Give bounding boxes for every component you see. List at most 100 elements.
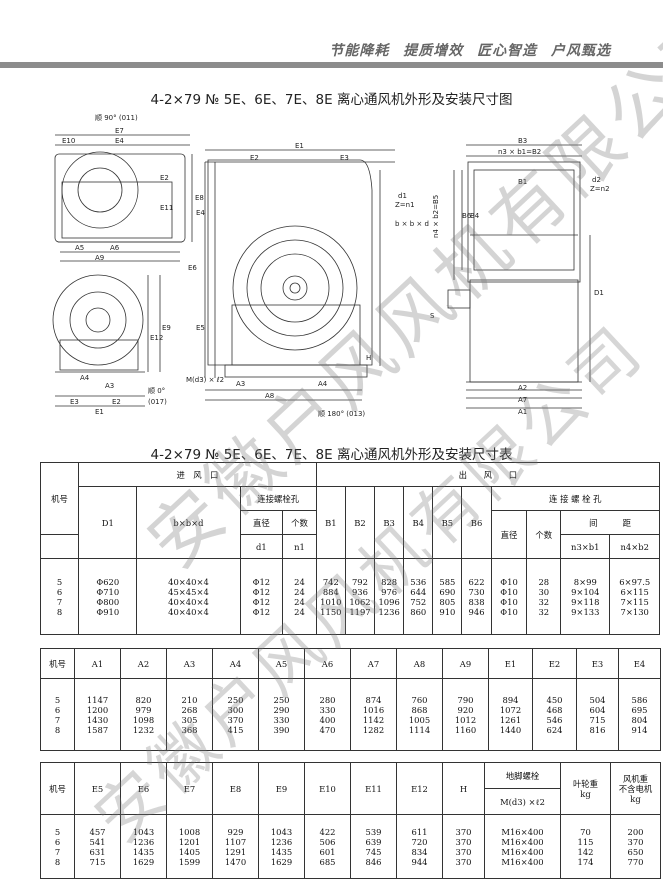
label-angle-0-code: (017): [148, 398, 167, 406]
header-inlet: 进 风 口: [78, 462, 317, 487]
label-E7: E7: [115, 127, 124, 135]
header-fan-label2: 不含电机: [618, 783, 653, 794]
label-E3-left: E3: [70, 398, 79, 406]
label-D1: D1: [594, 289, 604, 297]
slogan-row: 节能降耗 提质增效 匠心智造 户风甄选: [321, 40, 611, 60]
label-angle-0: 顺 0°: [148, 387, 165, 395]
label-M-d3: M(d3) × ℓ2: [186, 376, 224, 384]
slogan-3: 匠心智造: [477, 43, 538, 59]
header-B5: B5: [432, 486, 463, 559]
label-A9: A9: [95, 254, 104, 262]
col-E12: 611 720 834 944: [396, 814, 443, 879]
label-d1: d1: [398, 192, 407, 200]
header-count: 个数: [282, 510, 317, 535]
header-impeller-unit: kg: [580, 788, 591, 799]
col-B1: 742 884 1010 1150: [315, 558, 346, 635]
header-A8: A8: [396, 648, 443, 679]
col-E6: 1043 1236 1435 1629: [120, 814, 167, 879]
header-E11: E11: [350, 762, 397, 815]
fan-drawing: 顺 90° (011) E7 E10 E4 E2 E8 E11 A5 A6 A9…: [0, 110, 663, 428]
label-A2: A2: [518, 384, 527, 392]
label-angle-90: 顺 90° (011): [95, 114, 138, 122]
col-A3: 210 268 305 368: [166, 678, 213, 751]
col-A9: 790 920 1012 1160: [442, 678, 489, 751]
col-B6: 622 730 838 946: [461, 558, 492, 635]
header-bolt-outlet: 连 接 螺 栓 孔: [490, 486, 661, 511]
col-A4: 250 300 370 415: [212, 678, 259, 751]
col-E9: 1043 1236 1435 1629: [258, 814, 305, 879]
header-n4b2: n4×b2: [609, 534, 660, 559]
label-A3-left: A3: [105, 382, 114, 390]
col-jihao: 5 6 7 8: [40, 678, 75, 751]
col-E8: 929 1107 1291 1470: [212, 814, 259, 879]
label-E11: E11: [160, 204, 173, 212]
col-n2: 28 30 32 32: [526, 558, 562, 635]
slogan-4: 户风甄选: [551, 43, 611, 59]
label-n3b1B2: n3 × b1=B2: [498, 148, 541, 156]
label-E4: E4: [115, 137, 124, 145]
header-jihao: 机号: [39, 462, 80, 535]
header-E2: E2: [532, 648, 577, 679]
col-A7: 874 1016 1142 1282: [350, 678, 397, 751]
header-anchor-sub: M(d3) ×ℓ2: [484, 788, 561, 815]
header-A9: A9: [442, 648, 489, 679]
col-E1: 894 1072 1261 1440: [488, 678, 533, 751]
header-jihao: 机号: [40, 648, 75, 679]
col-jihao: 5 6 7 8: [39, 558, 80, 635]
col-D1: Φ620 Φ710 Φ800 Φ910: [78, 558, 138, 635]
table-title: 4-2×79 № 5E、6E、7E、8E 离心通风机外形及安装尺寸表: [150, 447, 513, 463]
header-E1: E1: [488, 648, 533, 679]
col-impeller: 70 115 142 174: [560, 814, 611, 879]
label-B3: B3: [518, 137, 527, 145]
col-n1: 24 24 24 24: [282, 558, 317, 635]
col-B5: 585 690 805 910: [432, 558, 463, 635]
label-angle-180: 顺 180° (013): [318, 410, 365, 418]
col-A5: 250 290 330 390: [258, 678, 305, 751]
header-bbd: b×b×d: [136, 486, 241, 559]
label-E2-left: E2: [160, 174, 169, 182]
col-bbd: 40×40×4 45×45×4 40×40×4 40×40×4: [136, 558, 241, 635]
label-B4: B4: [470, 212, 480, 220]
label-B6: B6: [462, 212, 472, 220]
col-E10: 422 506 601 685: [304, 814, 351, 879]
label-A4-left: A4: [80, 374, 90, 382]
header-E7: E7: [166, 762, 213, 815]
header-fan-label: 风机重: [622, 773, 649, 784]
slogan-2: 提质增效: [403, 43, 464, 59]
label-A5: A5: [75, 244, 84, 252]
col-d1: Φ12 Φ12 Φ12 Φ12: [239, 558, 284, 635]
header-jihao-cont: [39, 534, 80, 559]
label-A8: A8: [265, 392, 274, 400]
header-B3: B3: [374, 486, 405, 559]
header-fan-unit: kg: [630, 793, 641, 804]
label-z-n1: Z=n1: [395, 201, 415, 209]
col-E11: 539 639 745 846: [350, 814, 397, 879]
label-S: S: [430, 312, 435, 320]
col-n4b2: 6×97.5 6×115 7×115 7×130: [609, 558, 660, 635]
label-E8: E8: [195, 194, 204, 202]
slogan-1: 节能降耗: [329, 43, 390, 59]
label-E3-center: E3: [340, 154, 349, 162]
header-divider: [0, 62, 663, 68]
col-A2: 820 979 1098 1232: [120, 678, 167, 751]
header-B1: B1: [315, 486, 346, 559]
col-jihao: 5 6 7 8: [40, 814, 75, 879]
header-dia2: 直径: [490, 510, 528, 559]
header-E9: E9: [258, 762, 305, 815]
header-E12: E12: [396, 762, 443, 815]
table-inlet-outlet: 机号 进 风 口 出 风 口 D1 b×b×d 连接螺栓孔 B1 B2 B3 B…: [39, 462, 661, 635]
label-A4-center: A4: [318, 380, 328, 388]
header-D1: D1: [78, 486, 138, 559]
header-A4: A4: [212, 648, 259, 679]
header-E4: E4: [618, 648, 661, 679]
header-H: H: [442, 762, 485, 815]
table-A-E-dims: 机号 A1 A2 A3 A4 A5 A6 A7 A8 A9 E1 E2 E3 E…: [40, 648, 661, 751]
label-bxbxd: b × b × d: [395, 220, 429, 228]
header-E5: E5: [74, 762, 121, 815]
header-jihao: 机号: [40, 762, 75, 815]
col-n3b1: 8×99 9×104 9×118 9×133: [560, 558, 611, 635]
col-d2: Φ10 Φ10 Φ10 Φ10: [490, 558, 528, 635]
drawing-title: 4-2×79 № 5E、6E、7E、8E 离心通风机外形及安装尺寸图: [150, 92, 513, 108]
label-n4b2B5: n4 × b2=B5: [432, 195, 440, 238]
